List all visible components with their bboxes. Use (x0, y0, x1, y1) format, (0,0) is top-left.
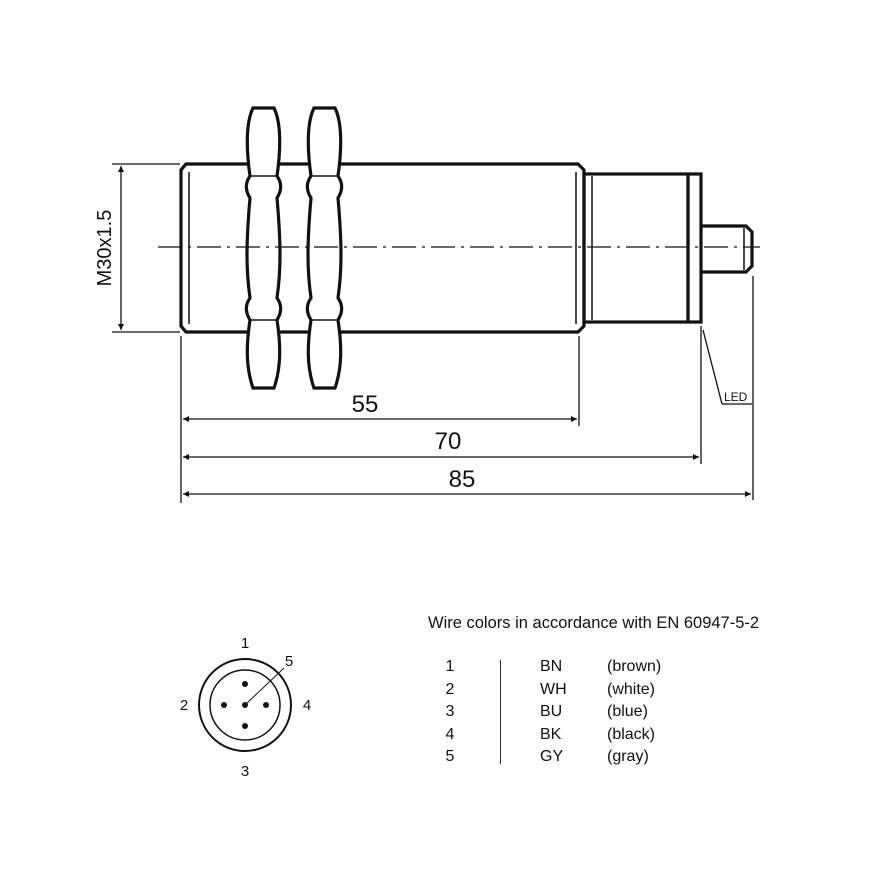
thread-dimension (112, 163, 180, 333)
wire-code: GY (540, 748, 564, 766)
pin-dot-2 (221, 702, 227, 708)
pin-label-4: 4 (303, 697, 311, 714)
wire-code: WH (540, 680, 567, 698)
wire-pin: 4 (445, 725, 455, 743)
wire-color-name: (gray) (607, 748, 649, 766)
wire-color-name: (brown) (607, 658, 662, 675)
length-dimensions (180, 276, 754, 503)
wire-pin: 2 (445, 680, 455, 698)
dimension-label-85: 85 (449, 466, 476, 493)
wire-code: BN (540, 658, 563, 675)
pin-dot-4 (263, 702, 269, 708)
led-leader (702, 329, 752, 405)
dimension-label-70: 70 (435, 428, 462, 455)
pin-label-1: 1 (241, 635, 249, 652)
wire-pin: 3 (445, 703, 455, 721)
wire-row: 4 BK (black) (440, 724, 740, 747)
lock-nut-left (244, 106, 283, 390)
wire-row: 3 BU (blue) (440, 701, 740, 724)
wire-color-name: (blue) (607, 703, 648, 721)
wire-code: BK (540, 725, 562, 743)
pin-dot-3 (242, 723, 248, 729)
wire-table-separator (500, 660, 501, 764)
wire-color-name: (white) (607, 680, 656, 698)
wire-colors-title: Wire colors in accordance with EN 60947-… (428, 614, 760, 632)
pin-5-leader (245, 667, 285, 705)
wire-row: 2 WH (white) (440, 679, 740, 702)
led-label: LED (724, 390, 748, 404)
lock-nut-right (305, 106, 344, 390)
wire-color-name: (black) (607, 725, 656, 743)
thread-label: M30x1.5 (94, 210, 116, 287)
sensor-body (179, 162, 754, 334)
dimension-label-55: 55 (352, 391, 379, 418)
wire-pin: 1 (445, 658, 455, 675)
connector-outer-ring (198, 658, 292, 752)
wire-row: 1 BN (brown) (440, 656, 740, 679)
pin-dot-1 (242, 681, 248, 687)
pin-label-2: 2 (180, 697, 188, 714)
connector-inner-ring (209, 669, 281, 741)
wire-code: BU (540, 703, 563, 721)
wire-row: 5 GY (gray) (440, 746, 740, 769)
wire-pin: 5 (445, 748, 455, 766)
connector-pinout (198, 658, 292, 752)
pin-label-3: 3 (241, 763, 249, 780)
pin-label-5: 5 (285, 653, 293, 670)
wire-color-table: 1 BN (brown) 2 WH (white) 3 BU (blue) 4 … (440, 656, 740, 769)
